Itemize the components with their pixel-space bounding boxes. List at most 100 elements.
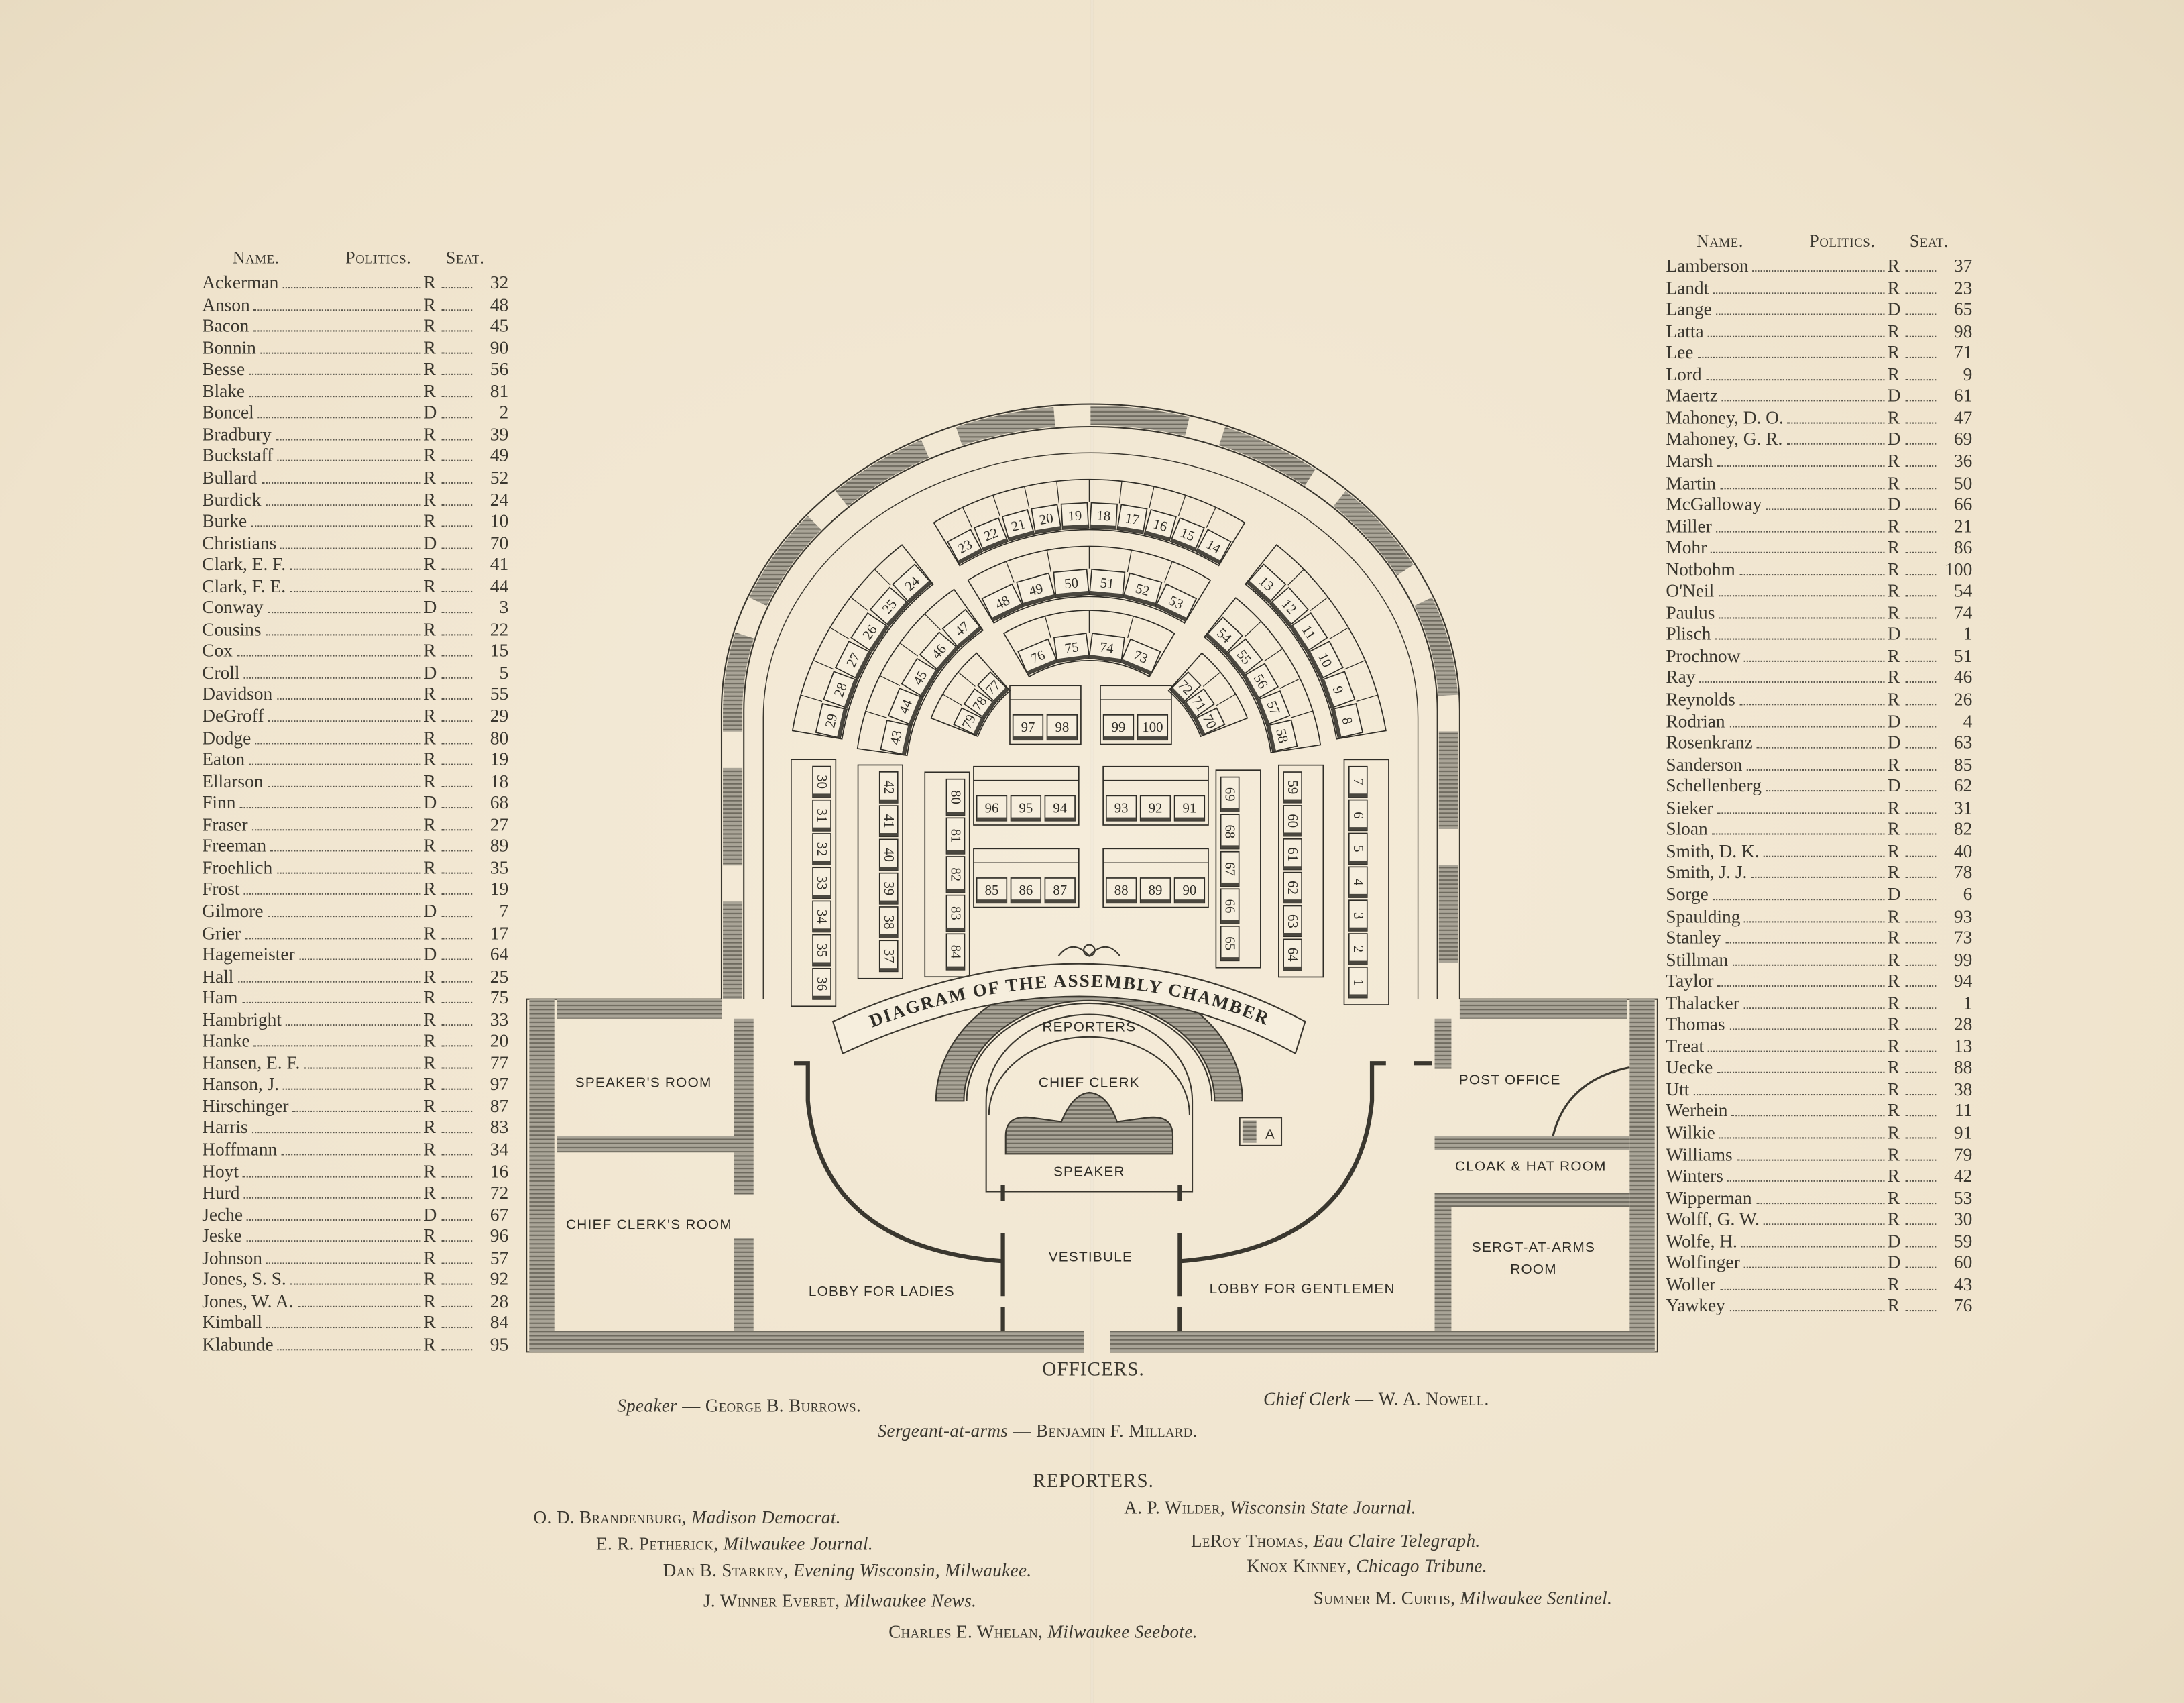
- seat: 7: [1348, 765, 1368, 798]
- seat-number: 5: [1350, 845, 1366, 852]
- dot-leader: [441, 872, 473, 874]
- member-party: R: [1887, 320, 1900, 341]
- apse-corridor-line: [762, 452, 1419, 999]
- member-party: R: [1887, 558, 1900, 580]
- seat: 67: [1220, 850, 1240, 887]
- dot-leader: [266, 1327, 421, 1329]
- dot-leader: [1905, 639, 1937, 641]
- member-name: Wipperman: [1666, 1187, 1752, 1208]
- dot-leader: [267, 612, 421, 614]
- desk-row-outer-top: [933, 478, 1246, 567]
- seat-number: 97: [1021, 720, 1035, 735]
- dot-leader: [1905, 769, 1937, 771]
- member-name: Croll: [202, 661, 240, 683]
- left-rooms-wall-2: [734, 1152, 754, 1195]
- dot-leader: [286, 1024, 421, 1026]
- desk-divider: [1356, 694, 1378, 702]
- member-party: R: [423, 1182, 436, 1203]
- dot-leader: [441, 1197, 473, 1199]
- dot-leader: [304, 1067, 421, 1069]
- desk-column-col-b: [857, 764, 903, 979]
- dot-leader: [441, 742, 473, 744]
- member-party: D: [1887, 298, 1901, 319]
- dot-leader: [441, 677, 473, 679]
- seat: 24: [892, 563, 933, 604]
- member-name: Conway: [202, 596, 264, 618]
- member-name: Gilmore: [202, 900, 264, 922]
- member-party: R: [423, 1138, 436, 1160]
- member-party: R: [1887, 1273, 1900, 1295]
- seat: 68: [1220, 814, 1240, 850]
- header-name: Name.: [232, 248, 280, 268]
- member-seat: 19: [490, 878, 509, 899]
- member-seat: 76: [1953, 1295, 1973, 1317]
- seat: 64: [1283, 938, 1302, 971]
- seat: 50: [1053, 568, 1090, 598]
- seat-number: 31: [814, 808, 829, 822]
- member-name: Frost: [202, 878, 240, 899]
- member-party: R: [1887, 1187, 1900, 1208]
- member-seat: 23: [1953, 276, 1973, 298]
- desk-divider: [1127, 616, 1134, 639]
- seat-number: 6: [1350, 812, 1366, 818]
- member-party: R: [1887, 537, 1900, 558]
- dot-leader: [441, 1002, 473, 1004]
- seat-number: 40: [881, 848, 897, 862]
- member-name: Freeman: [202, 835, 267, 857]
- seat: 98: [1046, 714, 1078, 741]
- member-name: Hanke: [202, 1030, 250, 1052]
- bottom-wall-right: [1110, 1331, 1655, 1352]
- header-politics: Politics.: [1809, 231, 1876, 251]
- dot-leader: [1732, 963, 1885, 966]
- room-label-sergeant-room: ROOM: [1510, 1262, 1557, 1277]
- member-name: Landt: [1666, 276, 1709, 298]
- member-seat: 26: [1953, 688, 1973, 710]
- member-seat: 16: [490, 1160, 509, 1181]
- member-seat: 5: [499, 661, 509, 683]
- seat: 99: [1102, 714, 1135, 741]
- member-party: R: [423, 1247, 436, 1268]
- member-seat: 22: [490, 618, 509, 640]
- dot-leader: [441, 504, 473, 506]
- dot-leader: [1905, 790, 1937, 792]
- seat-number: 95: [1019, 801, 1033, 816]
- member-name: Maertz: [1666, 385, 1718, 406]
- left-rooms-wall: [734, 1018, 754, 1139]
- member-name: Lord: [1666, 363, 1702, 384]
- dot-leader: [1905, 681, 1937, 683]
- dot-leader: [1905, 812, 1937, 814]
- dot-leader: [1905, 270, 1937, 272]
- seat: 28: [823, 671, 858, 709]
- seat-number: 88: [1114, 883, 1129, 898]
- dot-leader: [292, 1110, 421, 1112]
- dot-leader: [441, 482, 473, 484]
- dot-leader: [270, 850, 421, 853]
- dot-leader: [1766, 508, 1885, 510]
- dot-leader: [441, 439, 473, 441]
- dot-leader: [1715, 639, 1885, 641]
- member-party: D: [1887, 731, 1901, 753]
- member-name: Jeche: [202, 1203, 243, 1225]
- room-label-vestibule: VESTIBULE: [1049, 1249, 1133, 1264]
- seat: 35: [812, 934, 831, 967]
- member-name: Notbohm: [1666, 558, 1735, 580]
- dot-leader: [441, 330, 473, 332]
- desk-divider: [829, 627, 850, 640]
- seat: 59: [1283, 771, 1302, 804]
- seat-number: 32: [814, 842, 829, 857]
- member-name: Harris: [202, 1117, 248, 1138]
- seat: 62: [1283, 871, 1302, 904]
- dot-leader: [1905, 855, 1937, 857]
- dot-leader: [249, 763, 421, 765]
- member-party: R: [1887, 514, 1900, 537]
- member-name: Schellenberg: [1666, 775, 1762, 796]
